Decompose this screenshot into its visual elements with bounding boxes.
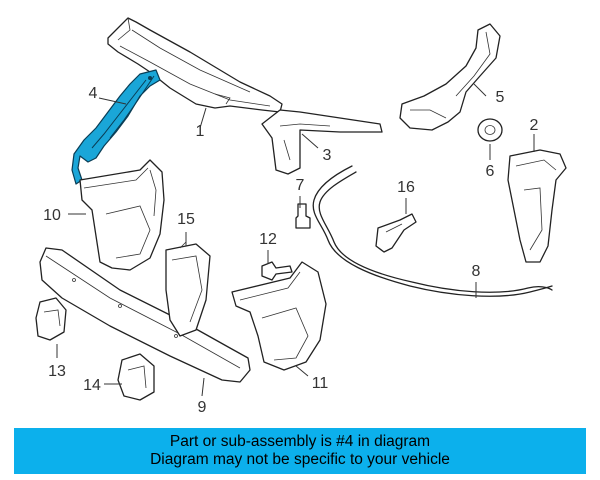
callout-4[interactable]: 4: [89, 85, 98, 102]
part-2-side-bracket[interactable]: [507, 149, 567, 263]
callout-9[interactable]: 9: [198, 399, 207, 416]
part-15-center-bracket[interactable]: [165, 241, 211, 337]
callout-12[interactable]: 12: [259, 231, 277, 248]
exploded-parts-diagram: 1 2 3 4 5 6 7 8 9 10 11 12 13 14 15 16: [35, 17, 567, 416]
part-9-bumper-reinforcement[interactable]: [39, 247, 251, 383]
callout-15[interactable]: 15: [177, 211, 195, 228]
callout-labels: 1 2 3 4 5 6 7 8 9 10 11 12 13 14 15 16: [43, 85, 538, 416]
callout-3[interactable]: 3: [323, 147, 332, 164]
part-7-bolt[interactable]: [295, 203, 311, 229]
part-11-right-bracket[interactable]: [231, 261, 327, 371]
part-10-left-bracket[interactable]: [79, 159, 165, 271]
callout-2[interactable]: 2: [530, 117, 539, 134]
callout-6[interactable]: 6: [486, 163, 495, 180]
callout-8[interactable]: 8: [472, 263, 481, 280]
part-6-bushing[interactable]: [477, 118, 503, 142]
part-3-bracket[interactable]: [261, 109, 383, 175]
callout-13[interactable]: 13: [48, 363, 66, 380]
part-5-bracket-assembly[interactable]: [399, 23, 501, 131]
part-4-support-highlighted[interactable]: [71, 69, 161, 185]
callout-1[interactable]: 1: [196, 123, 205, 140]
leader-lines: [56, 83, 535, 397]
banner-line-1: Part or sub-assembly is #4 in diagram: [169, 433, 431, 450]
part-16-bracket[interactable]: [375, 213, 417, 253]
part-12-bolt[interactable]: [261, 261, 293, 281]
part-8-cable[interactable]: [312, 165, 553, 297]
callout-14[interactable]: 14: [83, 377, 101, 394]
callout-10[interactable]: 10: [43, 207, 61, 224]
callout-7[interactable]: 7: [296, 177, 305, 194]
info-banner: Part or sub-assembly is #4 in diagram Di…: [14, 428, 586, 474]
part-13-mount[interactable]: [35, 297, 67, 341]
callout-11[interactable]: 11: [312, 375, 329, 392]
banner-line-2: Diagram may not be specific to your vehi…: [150, 451, 450, 468]
callout-16[interactable]: 16: [397, 179, 415, 196]
part-1-cowl-panel[interactable]: [107, 17, 283, 113]
part-14-mount[interactable]: [117, 353, 155, 401]
callout-5[interactable]: 5: [496, 89, 505, 106]
